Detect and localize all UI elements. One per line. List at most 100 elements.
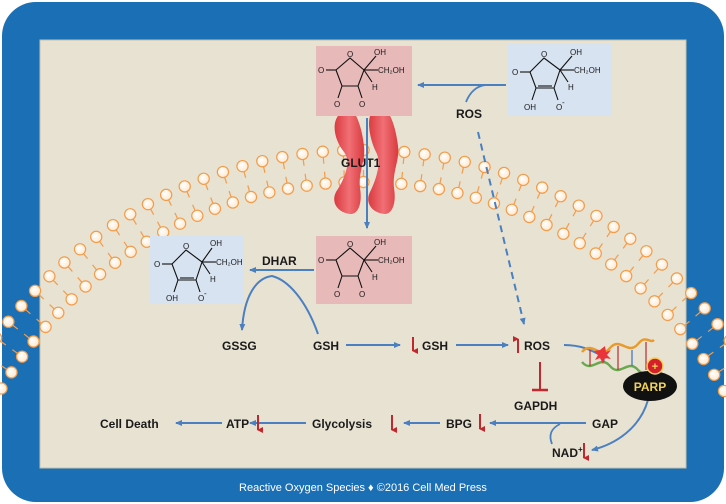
glut1-label: GLUT1	[341, 156, 381, 170]
lipid-head	[469, 191, 483, 204]
nad-label: NAD+	[552, 445, 583, 460]
lipid-head	[124, 208, 137, 221]
intracellular-ascorbate-box	[150, 236, 244, 304]
h-label: H	[568, 83, 574, 92]
lipid-head	[226, 196, 240, 209]
lipid-head	[540, 218, 553, 232]
anion-o-label: O	[556, 103, 562, 112]
lipid-head	[413, 179, 427, 193]
nad-superscript: +	[578, 445, 583, 454]
lipid-head	[276, 150, 289, 164]
lipid-head	[79, 280, 92, 293]
lipid-head	[108, 256, 122, 269]
lipid-head	[535, 181, 549, 194]
parp-to-nad-curve	[591, 399, 649, 452]
lipid-head	[432, 182, 446, 196]
hydroxy-label: OH	[374, 48, 386, 57]
h-label: H	[210, 275, 216, 284]
bpg-label: BPG	[446, 417, 472, 431]
lipid-head	[697, 352, 710, 366]
gsh-to-gssg-curve	[239, 274, 319, 335]
dhar-label: DHAR	[262, 254, 297, 268]
side-chain-label: CH₂OH	[574, 66, 601, 75]
hydroxy-label-2: OH	[166, 294, 178, 303]
atp-label: ATP	[226, 417, 249, 431]
lipid-head	[52, 306, 65, 319]
lipid-head	[256, 154, 269, 168]
lipid-head	[15, 299, 28, 313]
lipid-head	[458, 155, 471, 169]
lipid-head	[93, 268, 107, 281]
hydroxy-label: OH	[374, 238, 386, 247]
lipid-head	[43, 270, 56, 283]
ascorbate-extracellular-structure: O O OH O - OH CH₂OH H	[512, 48, 601, 112]
lipid-head	[624, 232, 637, 245]
parp-node: PARP +	[623, 357, 677, 401]
lipid-head	[296, 147, 309, 161]
lipid-head	[554, 190, 567, 203]
ring-o-label: O	[183, 242, 189, 251]
extracellular-dha-box	[316, 46, 412, 116]
lipid-head	[316, 145, 329, 158]
lipid-head	[619, 269, 633, 283]
lipid-head	[58, 256, 71, 269]
lipid-head	[90, 230, 103, 244]
lipid-head	[670, 272, 684, 285]
lipid-head	[557, 227, 570, 240]
lipid-head	[191, 209, 204, 223]
lipid-head	[5, 366, 18, 379]
ring-o-label: O	[541, 50, 547, 59]
parp-label: PARP	[634, 380, 666, 394]
lipid-head	[159, 188, 173, 202]
lipid-head	[208, 202, 222, 215]
lipid-head	[478, 160, 491, 174]
lipid-head	[398, 145, 411, 159]
lipid-head	[197, 172, 210, 185]
footer-credit: Reactive Oxygen Species ♦ ©2016 Cell Med…	[239, 482, 487, 494]
lipid-head	[661, 308, 674, 322]
side-chain-label: CH₂OH	[216, 258, 243, 267]
lipid-head	[0, 382, 8, 395]
gsh-left-label: GSH	[313, 339, 339, 353]
lipid-head	[124, 245, 137, 259]
lipid-head	[517, 173, 530, 187]
lipid-head	[244, 190, 258, 204]
nad-base: NAD	[552, 446, 578, 460]
h-label: H	[372, 83, 378, 92]
lipid-head	[707, 368, 721, 381]
lipid-head	[451, 186, 464, 200]
cell-death-label: Cell Death	[100, 417, 159, 431]
side-chain-label: CH₂OH	[378, 66, 405, 75]
dehydroascorbate-intracellular-structure: O O O O OH CH₂OH H	[318, 238, 405, 299]
gapdh-to-arrow-curve	[549, 423, 561, 445]
anion-superscript: -	[562, 98, 565, 107]
ascorbate-extracellular-box	[508, 44, 612, 116]
carbonyl-o-label: O	[318, 66, 324, 75]
lipid-head	[607, 220, 620, 234]
lipid-head	[640, 245, 653, 258]
lipid-head	[487, 197, 501, 210]
lipid-head	[28, 284, 42, 298]
anion-o-label: O	[198, 294, 204, 303]
hydroxy-label: OH	[210, 239, 222, 248]
hydroxy-label: OH	[570, 48, 582, 57]
carbonyl-o-label: O	[318, 256, 324, 265]
lipid-head	[711, 317, 724, 331]
lipid-head	[655, 258, 669, 271]
ascorbate-intracellular-structure: O O OH O - OH CH₂OH H	[154, 239, 243, 303]
glut1-transporter: GLUT1	[334, 108, 399, 214]
parp-plus-badge: +	[652, 361, 658, 373]
carbonyl-o-label-2: O	[334, 100, 340, 109]
lipid-head	[300, 179, 313, 192]
lipid-head	[497, 166, 511, 180]
gsh-right-label: GSH	[422, 339, 448, 353]
lipid-head	[319, 177, 332, 190]
side-chain-label: CH₂OH	[378, 256, 405, 265]
carbonyl-o-label-3: O	[359, 100, 365, 109]
lipid-head	[684, 286, 698, 300]
lipid-head	[505, 203, 518, 216]
ros-main-label: ROS	[524, 339, 550, 353]
lipid-head	[0, 333, 3, 343]
